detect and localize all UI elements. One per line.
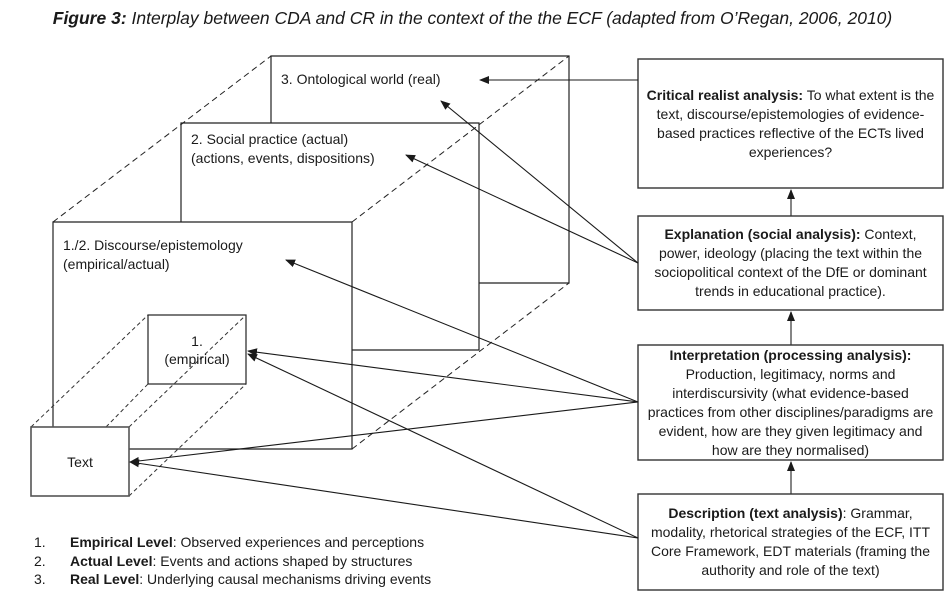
discourse-label-2: (empirical/actual) xyxy=(63,256,170,272)
legend-item-number: 2. xyxy=(34,552,46,569)
social-practice-label-2: (actions, events, dispositions) xyxy=(191,150,375,166)
empirical-label-text: (empirical) xyxy=(164,350,230,367)
arrow-description-to-empirical xyxy=(247,353,639,539)
critical-realist-body: To what extent is the text, discourse/ep… xyxy=(656,86,935,160)
text-box xyxy=(30,426,130,497)
legend-item-number: 1. xyxy=(34,534,46,550)
legend-item-desc: : Underlying causal mechanisms driving e… xyxy=(139,571,432,587)
ontological-label: 3. Ontological world (real) xyxy=(281,71,441,87)
legend-item-desc: : Events and actions shaped by structure… xyxy=(152,552,413,569)
legend-item-term: Actual Level xyxy=(70,552,153,569)
critical-realist-box: Critical realist analysis: To what exten… xyxy=(638,59,943,188)
legend-item: 1. Empirical Level: Observed experiences… xyxy=(34,533,431,552)
explanation-heading: Explanation (social analysis): xyxy=(664,226,861,242)
critical-realist-heading: Critical realist analysis: xyxy=(646,86,804,103)
figure-label: Figure 3: xyxy=(52,8,127,28)
legend: 1. Empirical Level: Observed experiences… xyxy=(34,533,431,589)
legend-item-desc: : Observed experiences and perceptions xyxy=(172,534,425,550)
arrow-explanation-to-ontological xyxy=(440,100,639,264)
social-practice-box xyxy=(180,122,480,351)
legend-item: 3. Real Level: Underlying causal mechani… xyxy=(34,570,431,589)
arrow-interpretation-to-text xyxy=(129,401,639,465)
interpretation-box: Interpretation (processing analysis): Pr… xyxy=(638,345,943,460)
discourse-label-1: 1./2. Discourse/epistemology xyxy=(63,237,243,253)
figure-title: Figure 3: Interplay between CDA and CR i… xyxy=(0,8,945,29)
empirical-box xyxy=(147,314,247,385)
legend-item-number: 3. xyxy=(34,571,46,587)
description-body: : Grammar, modality, rhetorical strategi… xyxy=(650,505,931,578)
figure-caption: Interplay between CDA and CR in the cont… xyxy=(126,8,893,28)
explanation-box: Explanation (social analysis): Context, … xyxy=(638,216,943,310)
arrow-explanation-to-social xyxy=(405,154,639,264)
explanation-body: Context, power, ideology (placing the te… xyxy=(654,226,927,299)
legend-item-term: Empirical Level xyxy=(70,534,173,550)
interpretation-body: Production, legitimacy, norms and interd… xyxy=(647,365,934,458)
arrow-interpretation-to-discourse xyxy=(285,259,639,403)
empirical-label-number: 1. xyxy=(191,332,203,349)
text-label: Text xyxy=(67,453,93,470)
text-label-wrap: Text xyxy=(31,427,129,496)
interpretation-heading: Interpretation (processing analysis): xyxy=(669,346,912,363)
legend-item-term: Real Level xyxy=(70,571,140,587)
description-box: Description (text analysis): Grammar, mo… xyxy=(638,494,943,590)
empirical-label: 1. (empirical) xyxy=(148,315,246,384)
social-practice-label-1: 2. Social practice (actual) xyxy=(191,131,349,147)
critical-realist-box-frame xyxy=(637,58,944,189)
arrow-interpretation-to-empirical xyxy=(247,348,639,403)
description-heading: Description (text analysis) xyxy=(668,505,843,521)
legend-item: 2. Actual Level: Events and actions shap… xyxy=(34,552,431,571)
perspective-lines-large xyxy=(52,55,570,450)
perspective-lines-small xyxy=(30,314,247,497)
arrow-description-to-text xyxy=(129,459,639,539)
